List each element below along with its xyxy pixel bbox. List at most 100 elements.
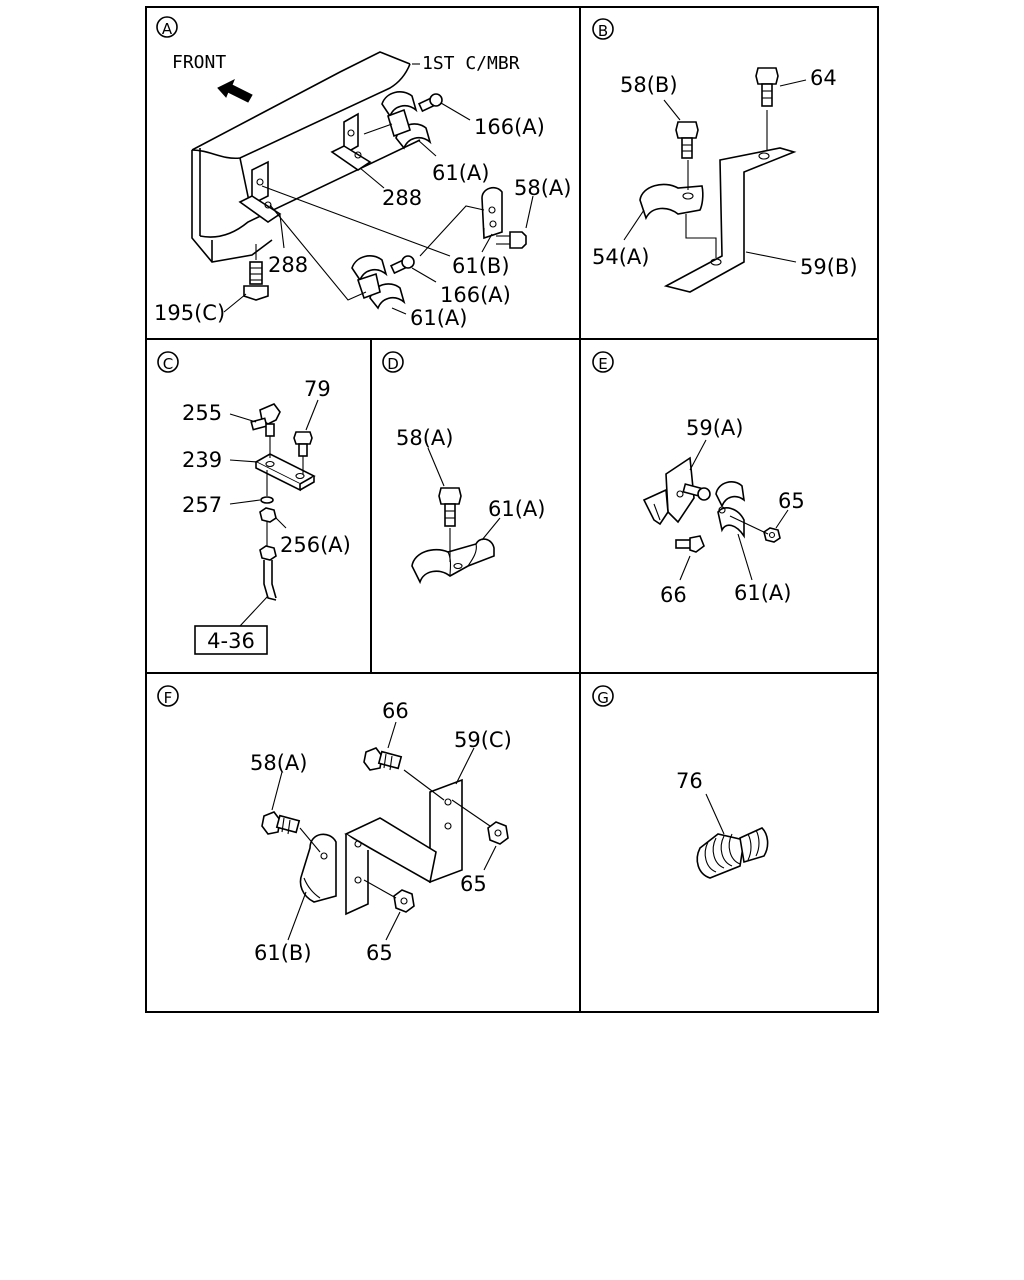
pipe-fitting	[259, 545, 277, 601]
leaders-e	[679, 439, 789, 581]
bracket-288-left	[238, 160, 282, 223]
svg-text:A: A	[162, 20, 173, 38]
nut-65-f-upper	[487, 821, 509, 845]
label-g-76: 76	[676, 769, 703, 793]
label-d-61a: 61(A)	[488, 497, 545, 521]
panel-c: C	[157, 351, 351, 655]
panel-f: F	[157, 685, 512, 965]
leaders-c	[229, 399, 319, 627]
label-c-239: 239	[182, 448, 222, 472]
panel-d: D 58(A) 61(A)	[382, 351, 545, 585]
bolt-166a-lower	[389, 255, 415, 275]
panel-a: A FRONT 1ST C/MBR	[154, 16, 571, 330]
bolt-166a-upper	[417, 93, 443, 113]
panel-letter-g: G	[592, 685, 614, 707]
bolt-58a-f	[261, 811, 301, 835]
panel-letter-b: B	[592, 18, 614, 40]
bracket-59c	[344, 778, 463, 916]
label-f-61b: 61(B)	[254, 941, 312, 965]
label-c-256a: 256(A)	[280, 533, 351, 557]
label-e-61a: 61(A)	[734, 581, 791, 605]
clip-61a-lower	[351, 255, 406, 310]
bolt-58a-a	[496, 231, 527, 249]
washer-257	[260, 496, 274, 504]
bolt-64	[755, 67, 779, 107]
bolt-58a-d	[438, 487, 462, 527]
nut-256a	[259, 507, 277, 523]
label-f-58a: 58(A)	[250, 751, 307, 775]
svg-text:E: E	[598, 355, 607, 373]
leaders-a	[223, 102, 534, 315]
front-label: FRONT	[172, 52, 226, 73]
clip-61b	[481, 186, 503, 240]
leaders-b	[623, 79, 807, 263]
bolt-79	[293, 431, 313, 457]
cross-member-label: 1ST C/MBR	[422, 53, 520, 74]
bracket-59b	[663, 147, 797, 293]
label-f-65-upper: 65	[460, 872, 487, 896]
svg-text:C: C	[163, 355, 173, 373]
label-f-59c: 59(C)	[454, 728, 512, 752]
panel-letter-f: F	[157, 685, 179, 707]
assembly-lines-b	[685, 110, 768, 258]
panel-e: E 59(	[592, 351, 805, 607]
label-e-59a: 59(A)	[686, 416, 743, 440]
svg-text:B: B	[598, 22, 608, 40]
label-b-54a: 54(A)	[592, 245, 649, 269]
label-f-65-lower: 65	[366, 941, 393, 965]
label-b-59b: 59(B)	[800, 255, 858, 279]
clip-61b-f	[299, 833, 337, 903]
label-b-58b: 58(B)	[620, 73, 678, 97]
label-a-61a-lower: 61(A)	[410, 306, 467, 330]
assembly-lines-c	[266, 436, 304, 546]
fitting-255	[250, 403, 281, 437]
nut-65-e	[763, 527, 781, 543]
label-a-61a-upper: 61(A)	[432, 161, 489, 185]
label-e-66: 66	[660, 583, 687, 607]
clip-61a-d	[411, 538, 495, 585]
bolt-66-e	[675, 535, 705, 553]
plate-239	[254, 453, 316, 492]
leader-g-76	[705, 793, 725, 835]
assembly-lines-a	[255, 123, 485, 301]
panel-letter-c: C	[157, 351, 179, 373]
diagram-frame	[145, 6, 879, 1013]
panel-letter-e: E	[592, 351, 614, 373]
label-a-195c: 195(C)	[154, 301, 225, 325]
label-b-64: 64	[810, 66, 837, 90]
label-c-257: 257	[182, 493, 222, 517]
leaders-d	[427, 447, 501, 541]
reference-box-4-36[interactable]: 4-36	[194, 625, 268, 655]
bolt-66-f	[363, 747, 403, 771]
label-c-255: 255	[182, 401, 222, 425]
assembly-lines-f	[299, 769, 491, 899]
panel-letter-d: D	[382, 351, 404, 373]
panel-g: G 76	[592, 685, 769, 879]
bolt-66-e-upper	[682, 483, 711, 501]
breather-76	[696, 827, 769, 879]
clip-54a	[639, 183, 704, 221]
bolt-58b	[675, 121, 699, 159]
label-a-166a-lower: 166(A)	[440, 283, 511, 307]
label-c-79: 79	[304, 377, 331, 401]
label-a-166a-upper: 166(A)	[474, 115, 545, 139]
panel-b: B	[592, 18, 858, 293]
svg-text:4-36: 4-36	[207, 629, 255, 653]
svg-text:G: G	[597, 689, 609, 707]
bracket-288-right	[330, 112, 372, 171]
bracket-59a	[642, 456, 695, 526]
nut-65-f-lower	[393, 889, 415, 913]
panel-letter-a: A	[156, 16, 178, 38]
svg-text:F: F	[164, 689, 173, 707]
label-a-58a: 58(A)	[514, 176, 571, 200]
label-e-65: 65	[778, 489, 805, 513]
svg-text:D: D	[387, 355, 399, 373]
label-a-288-left: 288	[268, 253, 308, 277]
label-a-61b: 61(B)	[452, 254, 510, 278]
clip-61a-e	[715, 481, 746, 539]
label-f-66: 66	[382, 699, 409, 723]
clip-61a-upper	[381, 91, 432, 150]
leaders-f	[271, 721, 497, 941]
bolt-195c	[243, 261, 269, 301]
